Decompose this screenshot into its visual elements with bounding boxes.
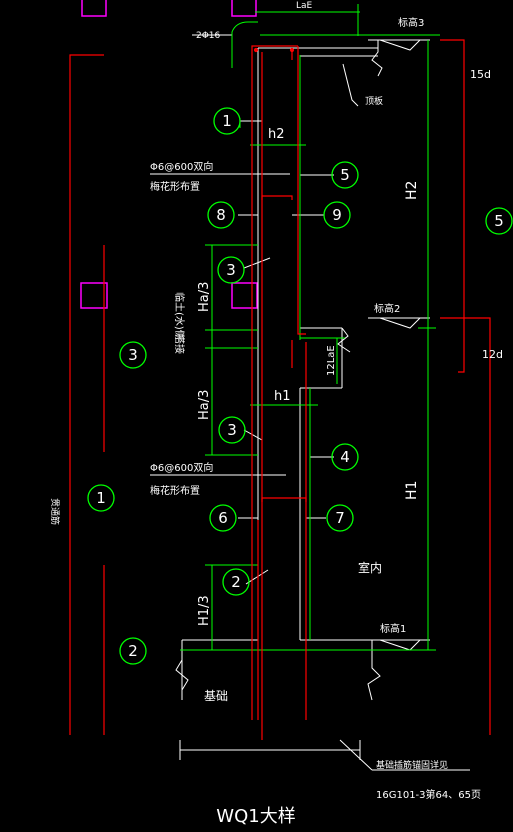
soil-side-label: 临土(水)侧	[173, 292, 186, 340]
len-15d-label: 15d	[470, 68, 491, 81]
callout-7	[326, 504, 354, 532]
H1-3-label: H1/3	[197, 595, 212, 626]
callout-numbers: 1 1 2 2 3 3 3 4 5 5 6 7 8 9	[96, 112, 504, 660]
plum-lower-label: 梅花形布置	[150, 484, 200, 497]
marker-mid-left	[80, 282, 108, 309]
magenta-markers	[80, 0, 258, 309]
h1-label: h1	[274, 389, 291, 404]
reference-label: 16G101-3第64、65页	[376, 788, 481, 801]
anchor-note-label: 基础插筋锚固详见	[376, 759, 448, 771]
dimension-lines	[180, 4, 440, 651]
callout-num: 7	[335, 509, 345, 527]
callout-num: 1	[96, 489, 106, 507]
level2-label: 标高2	[374, 302, 400, 315]
drawing-title: WQ1大样	[216, 806, 295, 827]
callout-num: 3	[128, 346, 138, 364]
lae12-label: 12LaE	[326, 345, 337, 376]
callout-num: 6	[218, 509, 228, 527]
level1-label: 标高1	[380, 622, 406, 635]
callout-num: 3	[227, 421, 237, 439]
concrete-outline	[150, 34, 470, 771]
tie-lower-label: Φ6@600双向	[150, 461, 213, 474]
callout-num: 3	[226, 261, 236, 279]
callout-num: 5	[340, 166, 350, 184]
callout-1-left	[87, 484, 115, 512]
callouts	[87, 107, 513, 665]
indoor-label: 室内	[358, 560, 382, 575]
callout-5-right	[485, 207, 513, 235]
callout-num: 1	[222, 112, 232, 130]
callout-num: 9	[332, 206, 342, 224]
anchor-top-label: LaE	[296, 1, 313, 11]
marker-top-left	[81, 0, 107, 17]
callout-2-mid	[222, 568, 250, 596]
callout-num: 5	[494, 212, 504, 230]
callout-num: 8	[216, 206, 226, 224]
slab-label: 顶板	[365, 95, 383, 107]
callout-num: 4	[340, 448, 350, 466]
plum-upper-label: 梅花形布置	[150, 180, 200, 193]
callout-8	[207, 201, 235, 229]
marker-top-mid	[231, 0, 257, 17]
rebar	[69, 39, 491, 740]
callout-num: 2	[231, 573, 241, 591]
splice-label: 搭接	[173, 334, 186, 354]
through-bar-label: 贯通筋	[49, 498, 61, 525]
callout-3-upper	[217, 256, 245, 284]
len-12d-label: 12d	[482, 348, 503, 361]
callout-3-left	[119, 341, 147, 369]
level3-label: 标高3	[398, 16, 424, 29]
callout-num: 2	[128, 642, 138, 660]
callout-9	[323, 201, 351, 229]
labels: 2Φ16 LaE 顶板 标高3 标高2 标高1 15d 12d h2 h1 H2…	[49, 1, 503, 827]
Ha3-lower-label: Ha/3	[197, 390, 212, 420]
H1-label: H1	[404, 481, 420, 500]
h2-label: h2	[268, 127, 285, 142]
top-bars-label: 2Φ16	[196, 31, 221, 41]
Ha3-upper-label: Ha/3	[197, 282, 212, 312]
callout-1-top	[213, 107, 241, 135]
callout-2-left	[119, 637, 147, 665]
callout-4	[331, 443, 359, 471]
H2-label: H2	[404, 181, 420, 200]
tie-upper-label: Φ6@600双向	[150, 160, 213, 173]
foundation-label: 基础	[204, 689, 228, 703]
marker-mid-center	[231, 282, 258, 309]
callout-3-lower	[218, 416, 246, 444]
callout-6	[209, 504, 237, 532]
callout-5-mid	[331, 161, 359, 189]
